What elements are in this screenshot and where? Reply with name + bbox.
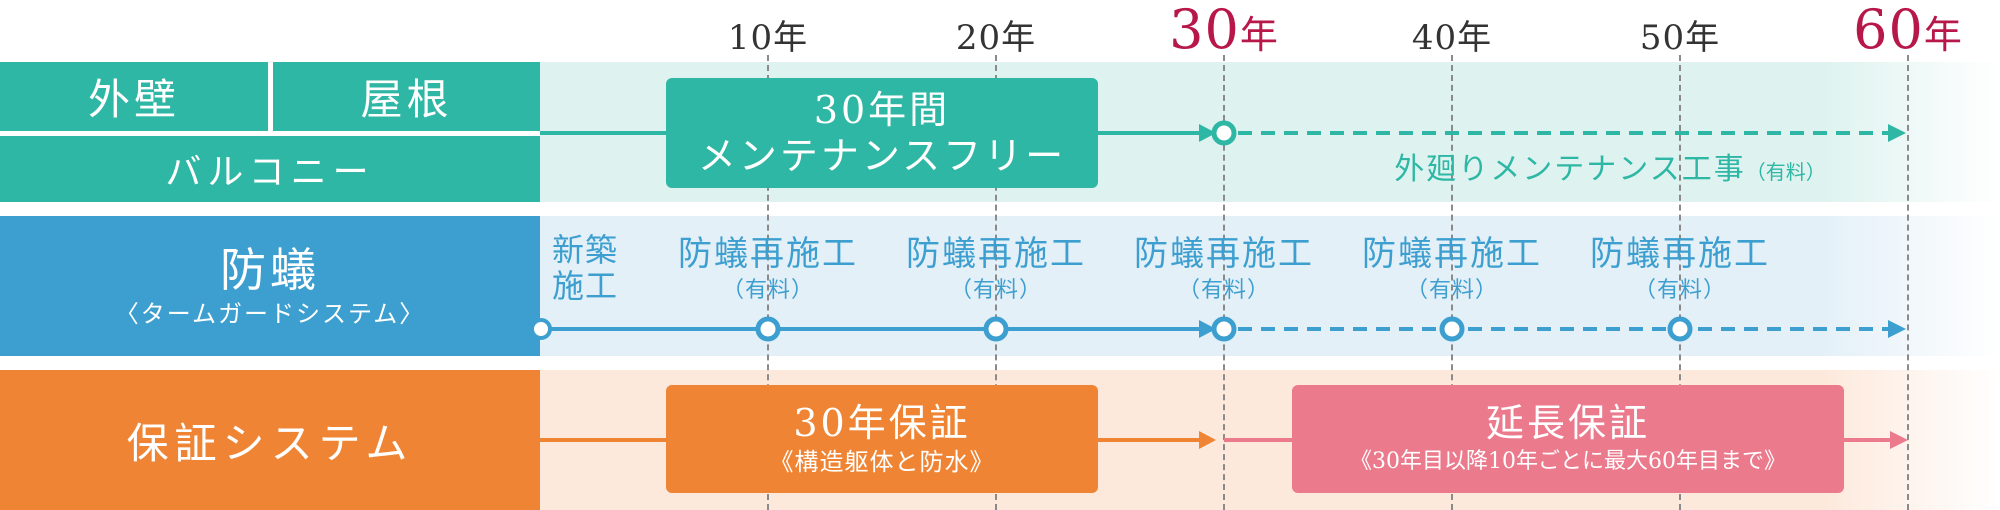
gridline-30 [1223,55,1225,510]
maintenance-free-subtitle: メンテナンスフリー [697,134,1067,178]
gridline-60 [1907,55,1909,510]
gridline-40 [1451,55,1453,510]
gridline-50 [1679,55,1681,510]
warranty-30-title: 30年保証 [793,401,971,445]
exterior-balcony-label: バルコニー [0,136,540,202]
exterior-node-30 [1211,120,1237,146]
year-label-40: 40年 [1411,18,1493,58]
extended-warranty-title: 延長保証 [1485,401,1650,445]
termite-subtitle: 〈タームガードシステム〉 [114,300,426,328]
termite-node-20 [983,316,1009,342]
extended-warranty-box: 延長保証 《30年目以降10年ごとに最大60年目まで》 [1292,385,1844,493]
termite-event-10: 防蟻再施工（有料） [678,234,858,303]
exterior-after-text: 外廻りメンテナンス工事（有料） [1394,152,1826,187]
year-label-10: 10年 [727,18,809,58]
year-label-30: 30年 [1169,0,1279,61]
maintenance-free-box: 30年間 メンテナンスフリー [666,78,1098,188]
exterior-after-note: （有料） [1745,160,1826,184]
year-label-20: 20年 [955,18,1037,58]
gridline-10 [767,55,769,510]
termite-node-start [530,318,552,340]
year-label-60: 60年 [1853,0,1963,61]
termite-title: 防蟻 [220,243,320,297]
termite-event-20: 防蟻再施工（有料） [906,234,1086,303]
termite-label: 防蟻 〈タームガードシステム〉 [0,216,540,356]
termite-node-50 [1667,316,1693,342]
termite-node-30 [1211,316,1237,342]
warranty-30-box: 30年保証 《構造躯体と防水》 [666,385,1098,493]
extended-warranty-subtitle: 《30年目以降10年ごとに最大60年目まで》 [1350,449,1786,474]
termite-event-30: 防蟻再施工（有料） [1134,234,1314,303]
termite-event-40: 防蟻再施工（有料） [1362,234,1542,303]
termite-node-40 [1439,316,1465,342]
warranty-label: 保証システム [0,370,540,510]
warranty-30-subtitle: 《構造躯体と防水》 [769,448,995,476]
exterior-wall-label: 外壁 [0,62,268,131]
termite-node-10 [755,316,781,342]
termite-event-50: 防蟻再施工（有料） [1590,234,1770,303]
year-label-50: 50年 [1639,18,1721,58]
exterior-roof-label: 屋根 [273,62,540,131]
termite-start-label: 新築 施工 [552,231,619,305]
termite-row-band [540,216,2000,356]
gridline-20 [995,55,997,510]
maintenance-free-title: 30年間 [813,88,951,132]
